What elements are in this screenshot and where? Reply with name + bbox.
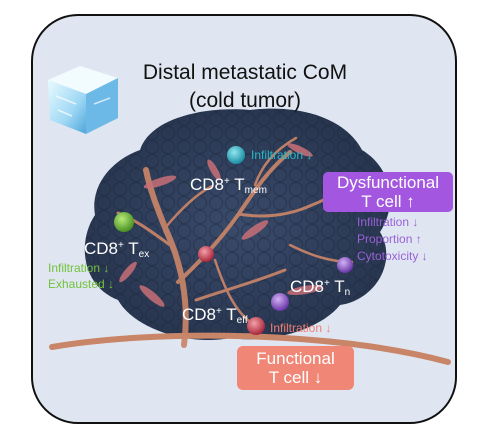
t-ex-cell: [114, 212, 134, 232]
dysfunctional-badge-box: [323, 172, 453, 212]
label-t-n: CD8+ Tn: [290, 277, 351, 298]
t-eff-cell-upper: [198, 246, 214, 262]
tumor-mass: [84, 108, 391, 341]
label-t-eff: CD8+ Teff: [182, 305, 248, 326]
functional-badge: Functional T cell ↓: [237, 349, 354, 387]
t-mem-cell: [227, 146, 245, 164]
annotation-ex-infiltration: Infiltration ↓: [48, 261, 110, 275]
ground-vessel: [49, 332, 451, 365]
title-line-2: (cold tumor): [188, 89, 302, 112]
annotation-n-proportion: Proportion ↑: [357, 232, 422, 246]
ice-cube-icon: [48, 66, 118, 134]
title-line-1: Distal metastatic CoM: [142, 61, 348, 84]
t-eff-cell: [247, 317, 265, 335]
stromal-cells: [119, 143, 323, 307]
annotation-n-infiltration: Infiltration ↓: [357, 215, 419, 229]
functional-badge-box: [237, 346, 354, 390]
annotation-mem-infiltration: Infiltration ↓: [251, 148, 313, 162]
dysfunctional-badge: Dysfunctional T cell ↑: [323, 173, 453, 211]
annotation-ex-exhausted: Exhausted ↓: [48, 277, 115, 291]
label-t-ex: CD8+ Tex: [84, 239, 150, 260]
functional-badge-line-1: Functional: [256, 349, 335, 368]
functional-badge-line-2: T cell ↓: [268, 368, 323, 387]
annotation-n-cytotoxicity: Cytotoxicity ↓: [357, 249, 428, 263]
annotation-eff-infiltration: Infiltration ↓: [270, 321, 332, 335]
dysfunctional-badge-line-2: T cell ↑: [361, 192, 415, 211]
label-t-mem: CD8+ Tmem: [190, 175, 267, 196]
dysfunctional-badge-line-1: Dysfunctional: [336, 173, 440, 192]
t-n-cell: [271, 293, 289, 311]
t-n-cell-secondary: [337, 257, 353, 273]
